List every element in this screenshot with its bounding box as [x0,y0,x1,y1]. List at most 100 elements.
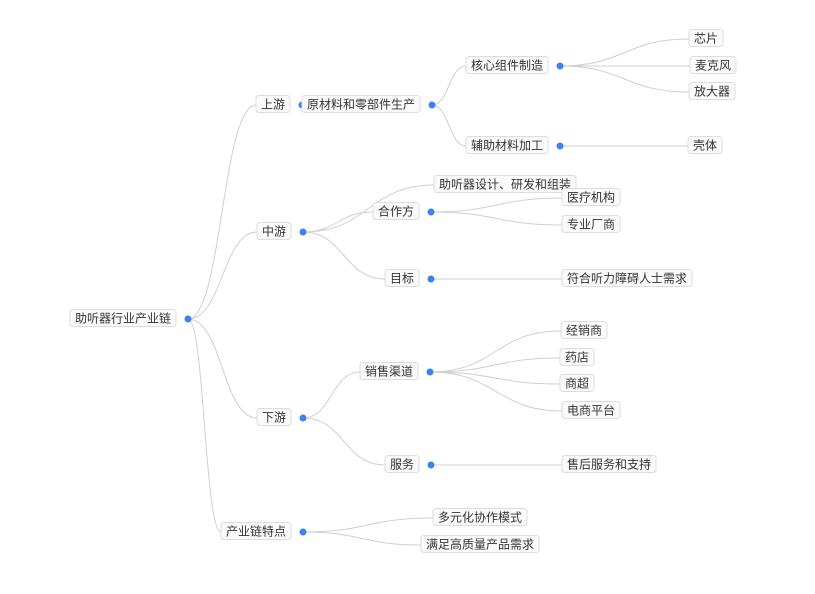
node-box [560,321,608,339]
node-tree-c1-c0[interactable]: 助听器设计、研发和组装 [433,175,577,193]
expand-dot-icon[interactable] [427,461,435,469]
node-tree-c3[interactable]: 产业链特点 [220,522,292,540]
expand-dot-icon[interactable] [427,208,435,216]
connector-line [431,211,562,226]
nodes-layer: 助听器行业产业链 上游原材料和零部件生产 核心组件制造 芯片麦克风放大器辅助材料加工 壳… [69,29,737,553]
expand-dot-icon[interactable] [556,142,564,150]
node-label: 电商平台 [567,403,615,418]
node-tree-c0-c0-c0-c1[interactable]: 麦克风 [689,56,737,74]
connector-line [303,417,385,466]
connector-line [560,65,689,93]
node-label: 产业链特点 [226,524,286,539]
node-box [687,136,723,154]
node-tree-c0-c0-c0-c0[interactable]: 芯片 [688,29,724,47]
node-label: 售后服务和支持 [567,457,651,472]
connector-line [303,211,373,233]
node-box [384,455,420,473]
connector-line [431,104,467,147]
connector-line [303,371,360,419]
node-tree-c0-c0[interactable]: 原材料和零部件生产 [301,95,421,113]
node-box [420,535,540,553]
connector-line [430,357,560,373]
expand-dot-icon[interactable] [428,101,436,109]
node-label: 多元化协作模式 [438,510,522,525]
node-tree-c2[interactable]: 下游 [256,408,292,426]
node-box [69,309,177,327]
expand-dot-icon[interactable] [299,528,307,536]
node-box [688,29,724,47]
node-tree[interactable]: 助听器行业产业链 [69,309,177,327]
expand-dot-icon[interactable] [184,315,192,323]
node-tree-c2-c0-c2[interactable]: 商超 [559,374,595,392]
connector-line [187,318,222,533]
node-label: 符合听力障碍人士需求 [567,271,687,286]
node-tree-c1-c1-c1[interactable]: 专业厂商 [561,215,621,233]
node-label: 目标 [390,272,414,286]
node-box [465,136,549,154]
node-box [561,401,621,419]
node-tree-c0-c0-c1[interactable]: 辅助材料加工 [465,136,549,154]
node-tree-c1-c2[interactable]: 目标 [384,269,420,287]
connector-line [303,231,385,280]
node-tree-c2-c0-c0[interactable]: 经销商 [560,321,608,339]
node-tree-c2-c0-c1[interactable]: 药店 [559,348,595,366]
node-tree-c2-c1[interactable]: 服务 [384,455,420,473]
node-tree-c2-c0-c3[interactable]: 电商平台 [561,401,621,419]
connector-line [430,330,561,373]
connector-line [431,197,562,213]
expand-dot-icon[interactable] [426,368,434,376]
node-tree-c0[interactable]: 上游 [255,95,291,113]
node-tree-c1[interactable]: 中游 [256,222,292,240]
node-box [372,202,420,220]
node-box [301,95,421,113]
node-label: 辅助材料加工 [471,139,543,153]
node-tree-c0-c0-c1-c0[interactable]: 壳体 [687,136,723,154]
node-label: 医疗机构 [567,190,615,205]
node-tree-c0-c0-c0[interactable]: 核心组件制造 [465,56,549,74]
node-label: 经销商 [566,323,602,338]
node-tree-c2-c0[interactable]: 销售渠道 [359,362,419,380]
node-box [256,222,292,240]
node-tree-c3-c1[interactable]: 满足高质量产品需求 [420,535,540,553]
expand-dot-icon[interactable] [556,62,564,70]
node-label: 专业厂商 [567,217,615,232]
node-label: 中游 [262,224,286,239]
expand-dot-icon[interactable] [427,275,435,283]
node-tree-c2-c1-c0[interactable]: 售后服务和支持 [561,455,657,473]
connector-line [188,231,257,320]
node-label: 满足高质量产品需求 [426,537,534,552]
node-box [359,362,419,380]
node-box [433,175,577,193]
node-box [255,95,291,113]
connector-line [560,38,689,67]
connector-line [430,371,560,385]
node-label: 核心组件制造 [471,59,543,73]
expand-dot-icon[interactable] [299,228,307,236]
node-box [561,455,657,473]
node-label: 商超 [565,376,589,391]
node-tree-c1-c1[interactable]: 合作方 [372,202,420,220]
node-tree-c1-c2-c0[interactable]: 符合听力障碍人士需求 [561,269,693,287]
node-label: 助听器设计、研发和组装 [439,177,571,192]
node-tree-c3-c0[interactable]: 多元化协作模式 [432,508,528,526]
node-tree-c0-c0-c0-c2[interactable]: 放大器 [688,82,736,100]
node-label: 服务 [390,457,414,472]
node-tree-c1-c1-c0[interactable]: 医疗机构 [561,188,621,206]
node-box [220,522,292,540]
node-box [561,188,621,206]
node-label: 药店 [565,351,589,365]
node-label: 壳体 [693,139,717,153]
expand-dot-icon[interactable] [299,414,307,422]
node-label: 麦克风 [695,59,731,73]
node-box [465,56,549,74]
node-label: 放大器 [694,84,730,99]
node-label: 销售渠道 [365,364,413,379]
node-box [256,408,292,426]
node-box [559,374,595,392]
connector-line [303,184,434,233]
node-box [559,348,595,366]
node-box [432,508,528,526]
node-label: 下游 [262,411,286,425]
connector-line [303,517,433,533]
